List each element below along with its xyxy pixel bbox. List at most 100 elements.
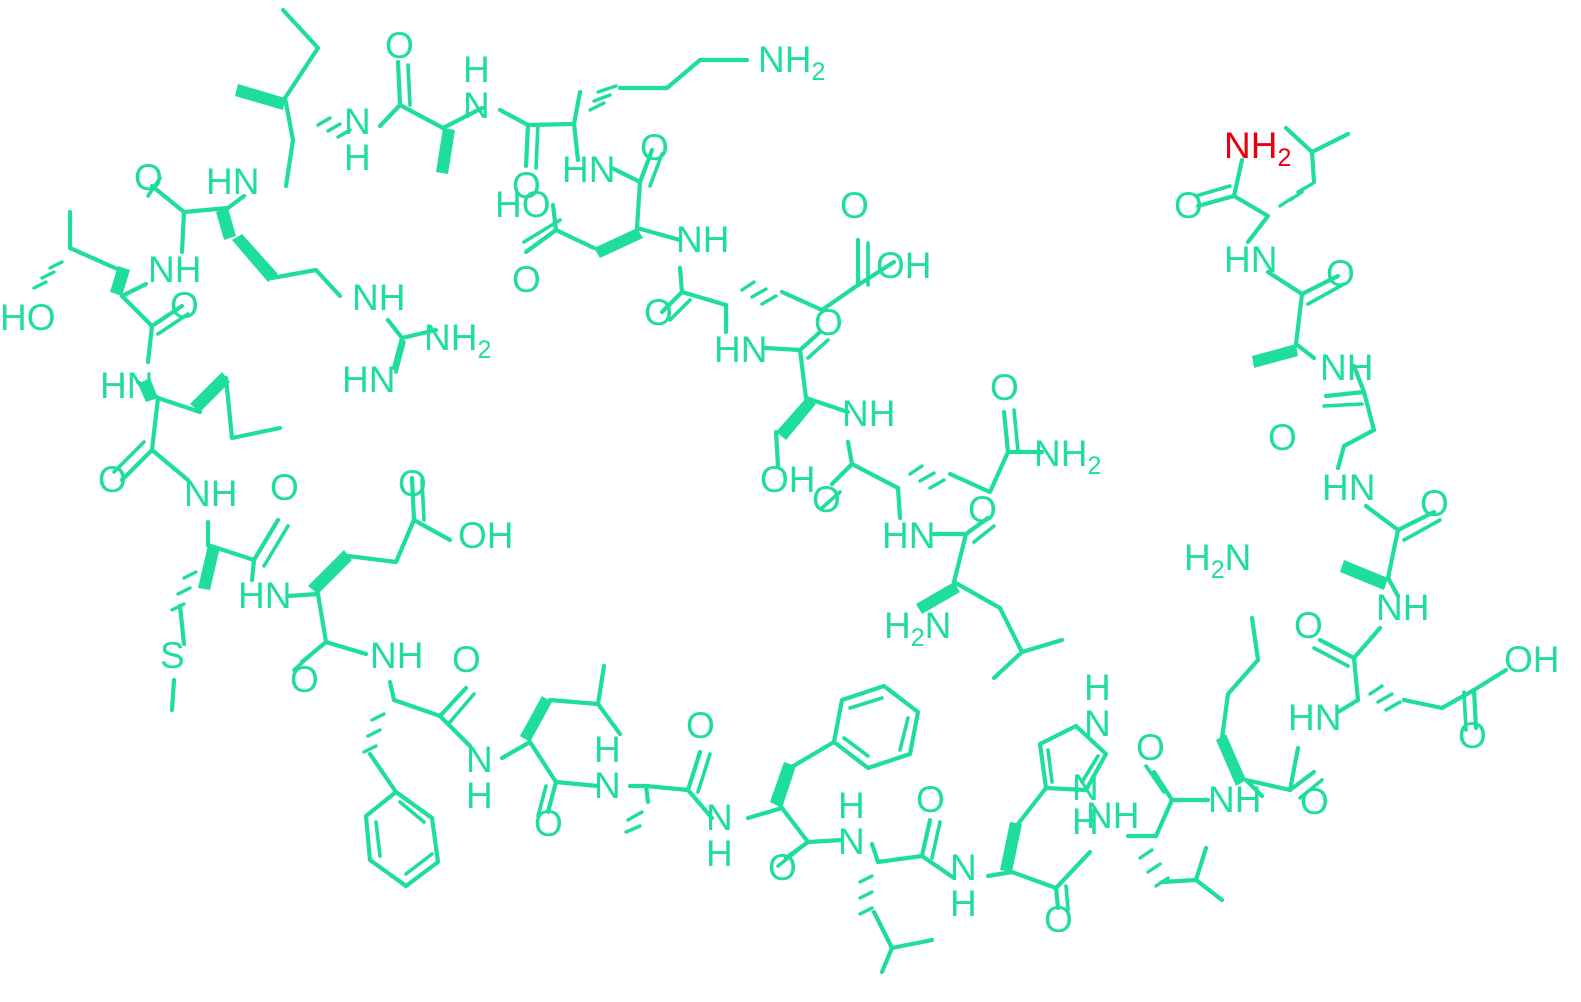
atom-label-o: O xyxy=(814,302,843,343)
atom-label-o: O xyxy=(640,127,669,168)
atom-label-hn: HN xyxy=(238,575,291,616)
atom-label-o: O xyxy=(686,705,715,746)
atom-label-o: O xyxy=(134,157,163,198)
atom-label-o: O xyxy=(1044,899,1073,940)
atom-label-oh: OH xyxy=(458,515,514,556)
atom-label-o: O xyxy=(1136,727,1165,768)
atom-label-o: O xyxy=(1294,605,1323,646)
residue-ile-1 xyxy=(235,7,352,189)
atom-label-ho: HO xyxy=(495,184,551,225)
residue-glu-5: O OH xyxy=(723,185,932,335)
residue-ile-11: O xyxy=(98,372,283,500)
backbone-gln7-leu8: O xyxy=(931,489,997,585)
atom-label-o: O xyxy=(768,847,797,888)
atom-label-o: O xyxy=(534,803,563,844)
atom-label-nh: NH xyxy=(148,249,201,290)
atom-label-hn: HN xyxy=(342,359,395,400)
atom-label-o: O xyxy=(1458,715,1487,756)
backbone-asp4-glu5: O xyxy=(644,265,729,333)
atom-label-o: O xyxy=(452,639,481,680)
atom-label-o: O xyxy=(644,292,673,333)
residue-leu-18: O xyxy=(858,779,957,975)
residue-arg-9: O xyxy=(134,157,343,299)
atom-label-s: S xyxy=(160,635,185,676)
atom-label-hn: HN xyxy=(206,161,259,202)
residue-thr-10: HO O xyxy=(0,209,199,365)
atom-label-n: N xyxy=(950,847,977,888)
atom-label-n: N xyxy=(706,797,733,838)
atom-label-o: O xyxy=(812,479,841,520)
residue-phe-17: O xyxy=(745,683,921,888)
atom-label-n: N xyxy=(463,85,490,126)
atom-label-n: N xyxy=(466,739,493,780)
atom-label-nh: NH xyxy=(352,277,405,318)
atom-label-n: N xyxy=(1084,703,1111,744)
residue-ala-23: O xyxy=(1340,483,1449,599)
backbone-ala2-lys3: O xyxy=(497,107,577,206)
residue-ala-16: O xyxy=(624,705,715,834)
backbone-ile1-ala2: O xyxy=(377,25,446,131)
atom-label-h: H xyxy=(344,137,371,178)
residue-ala-25: O xyxy=(1252,253,1355,368)
atom-label-nh: NH xyxy=(842,393,895,434)
atom-label-c-terminal-amide: NH2 xyxy=(1224,125,1291,172)
atom-label-o: O xyxy=(385,25,414,66)
atom-label-o: O xyxy=(1420,483,1449,524)
atom-label-oh: OH xyxy=(760,459,816,500)
residue-leu-20: O xyxy=(1125,727,1225,903)
atom-label-n: N xyxy=(1072,767,1099,808)
atom-label-oh: OH xyxy=(1504,639,1560,680)
atom-label-hn: HN xyxy=(1288,697,1341,738)
bond xyxy=(571,121,581,163)
atom-label-o: O xyxy=(1300,781,1329,822)
residue-leu-15: O xyxy=(499,663,623,844)
atom-label-o: O xyxy=(512,259,541,300)
residue-ser-6: OH xyxy=(760,395,851,500)
atom-label-nh2: NH2 xyxy=(424,317,491,364)
atom-label-nh: NH xyxy=(676,219,729,260)
atom-label-h: H xyxy=(838,785,865,826)
atom-label-nh: NH xyxy=(1086,795,1139,836)
atom-label-o: O xyxy=(1326,253,1355,294)
atom-label-o: O xyxy=(290,659,319,700)
atom-label-n: N xyxy=(838,821,865,862)
atom-label-o: O xyxy=(990,367,1019,408)
residue-phe-14: O xyxy=(362,639,481,889)
backbone-lys3-asp4: O xyxy=(609,127,669,231)
atom-label-ho: HO xyxy=(0,297,56,338)
atom-label-hn: HN xyxy=(562,149,615,190)
residue-leu-8-n-terminus xyxy=(916,579,1065,681)
residue-leu-26-c-terminus: O xyxy=(1174,125,1351,245)
atom-label-h: H xyxy=(594,729,621,770)
atom-label-h: H xyxy=(1084,667,1111,708)
atom-label-o: O xyxy=(916,779,945,820)
arginine-guanidine: HN NH2 xyxy=(342,317,491,400)
residue-met-12: S O xyxy=(160,467,299,713)
atom-label-nh2: NH2 xyxy=(1034,433,1101,480)
atom-label-hn: HN xyxy=(1322,467,1375,508)
atom-label-hn: HN xyxy=(1224,239,1277,280)
atom-label-h: H xyxy=(463,49,490,90)
atom-label-nh: NH xyxy=(1320,347,1373,388)
atom-label-h: H xyxy=(706,833,733,874)
atom-label-o: O xyxy=(1174,185,1203,226)
residue-his-19: H N N H O xyxy=(985,667,1111,940)
atom-label-h: H xyxy=(950,883,977,924)
residue-asp-4: HO O xyxy=(495,184,683,300)
residue-glu-13: O OH O xyxy=(285,463,514,700)
residue-glu-22: O OH O xyxy=(1294,605,1560,756)
atom-label-h: H xyxy=(466,775,493,816)
atom-label-o: O xyxy=(512,165,541,206)
residue-lys-21: H2N O xyxy=(1184,537,1329,822)
atom-label-o: O xyxy=(968,489,997,530)
atom-label-h2n: H2N xyxy=(884,605,951,652)
atom-label-n: N xyxy=(594,765,621,806)
residue-gly-24: O xyxy=(1268,363,1377,471)
atom-label-nh: NH xyxy=(1376,587,1429,628)
backbone-glu5-ser6: O xyxy=(763,302,843,401)
atom-label-h: H xyxy=(1072,801,1099,842)
residue-lys-3 xyxy=(571,57,750,127)
atom-label-o: O xyxy=(270,467,299,508)
atom-label-o: O xyxy=(1268,417,1297,458)
